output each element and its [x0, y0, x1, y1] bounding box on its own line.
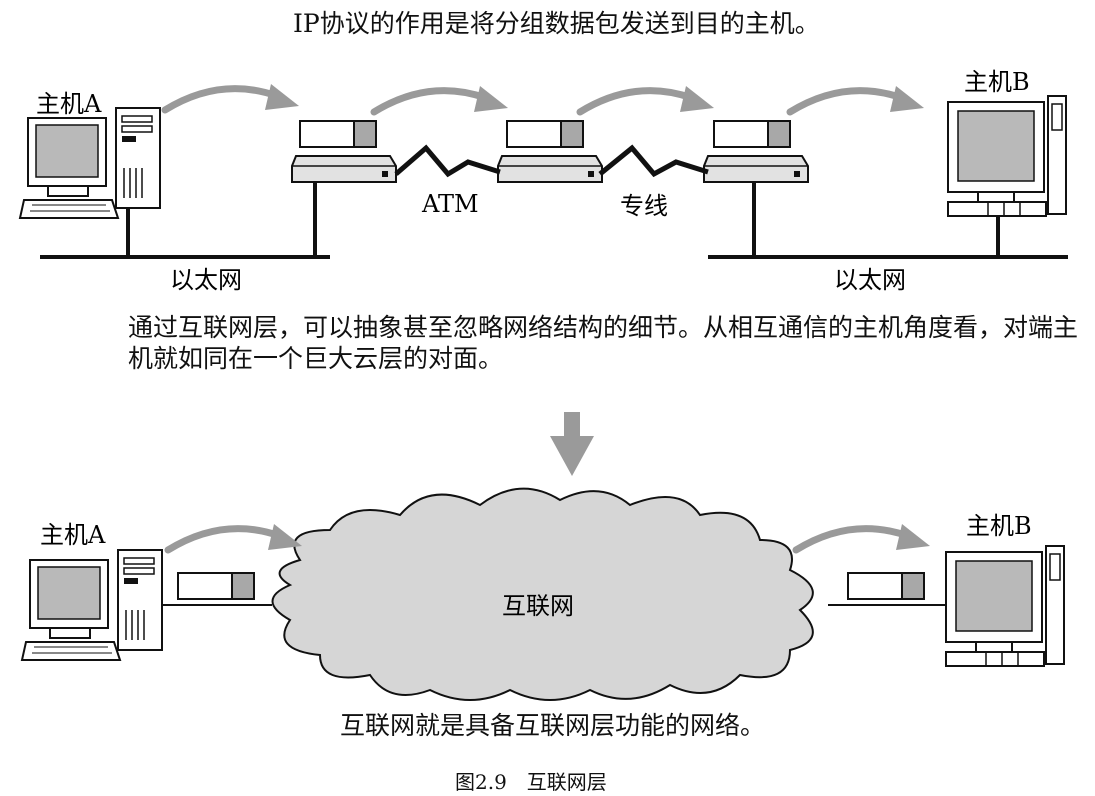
- packet-icon: [847, 572, 925, 600]
- flow-arrow-icon: [374, 86, 508, 112]
- host-a-computer-icon: [19, 107, 161, 219]
- down-arrow-icon: [550, 412, 594, 476]
- router-1-icon: [291, 155, 397, 183]
- ethernet-left-label: 以太网: [170, 266, 242, 294]
- cloud-label: 互联网: [502, 592, 574, 620]
- flow-arrow-icon: [165, 84, 299, 110]
- flow-arrow-icon: [790, 86, 924, 112]
- router-3-icon: [703, 155, 809, 183]
- packet-icon: [713, 120, 791, 148]
- flow-arrow-icon: [796, 524, 930, 550]
- flow-arrow-icon: [580, 86, 714, 112]
- atm-label: ATM: [421, 190, 479, 218]
- host-b-computer-icon: [945, 545, 1065, 667]
- middle-description: 通过互联网层，可以抽象甚至忽略网络结构的细节。从相互通信的主机角度看，对端主机就…: [128, 313, 1079, 373]
- host-b-label: 主机B: [966, 512, 1032, 540]
- host-b-label: 主机B: [964, 68, 1030, 96]
- leased-line-label: 专线: [620, 192, 668, 220]
- flow-arrow-icon: [168, 524, 302, 550]
- packet-icon: [506, 120, 584, 148]
- packet-icon: [299, 120, 377, 148]
- packet-icon: [177, 572, 255, 600]
- internet-cloud: [271, 487, 814, 701]
- host-b-computer-icon: [947, 95, 1067, 217]
- figure-caption: 图2.9 互联网层: [455, 770, 607, 794]
- leased-line-link: [598, 144, 709, 178]
- ethernet-right-label: 以太网: [834, 266, 906, 294]
- router-2-icon: [497, 155, 603, 183]
- host-a-computer-icon: [21, 549, 163, 661]
- top-caption: IP协议的作用是将分组数据包发送到目的主机。: [293, 9, 820, 38]
- host-a-label: 主机A: [40, 521, 106, 549]
- host-a-label: 主机A: [36, 90, 102, 118]
- atm-link: [394, 144, 501, 178]
- bottom-caption: 互联网就是具备互联网层功能的网络。: [340, 711, 766, 740]
